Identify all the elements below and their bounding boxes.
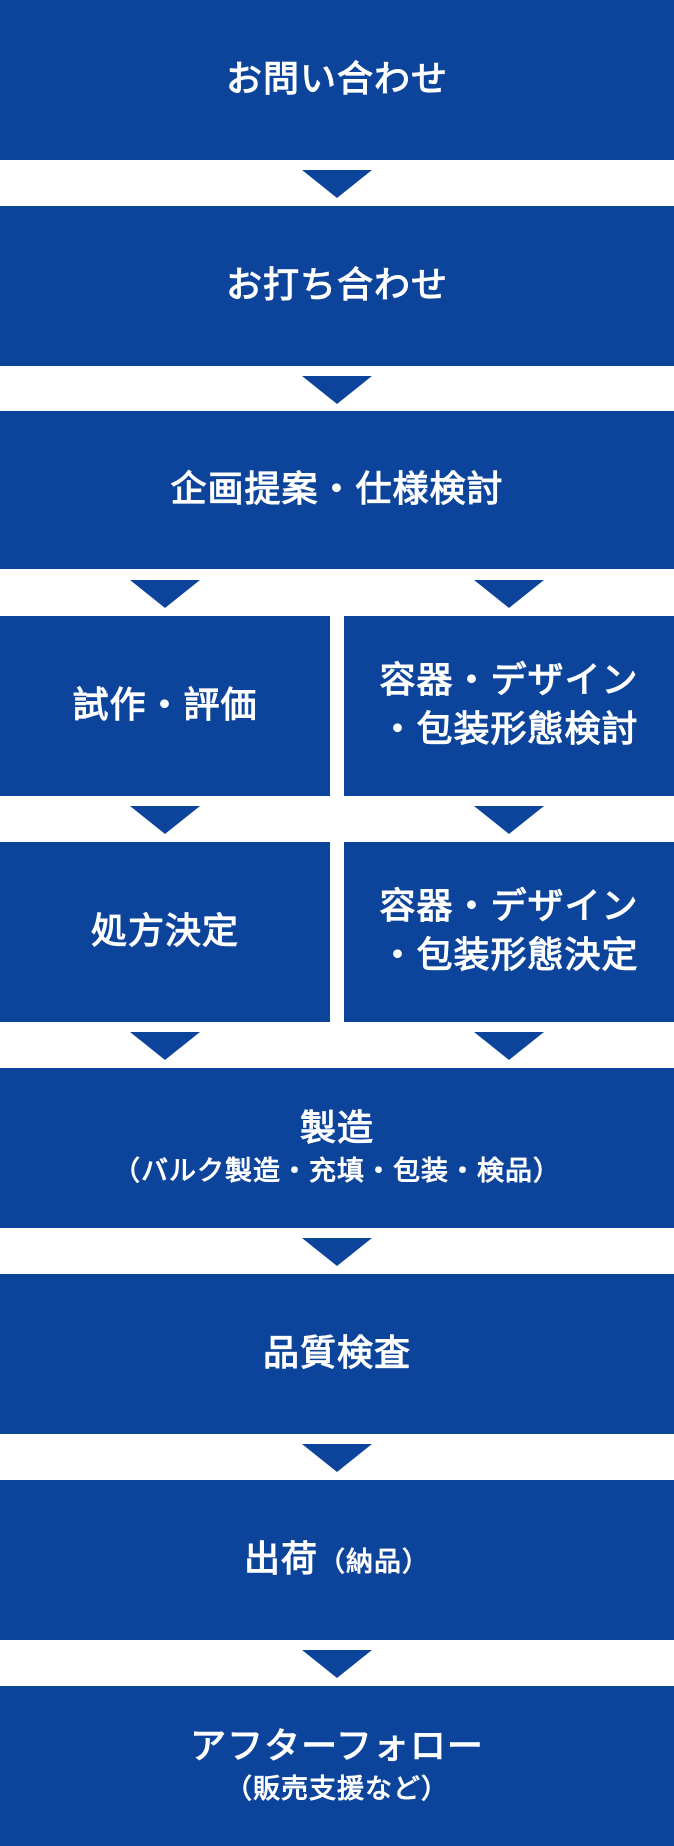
arrow-down-icon	[130, 806, 200, 834]
step-design-decide-line1: 容器・デザイン	[379, 886, 639, 928]
arrow-down-icon	[130, 1032, 200, 1060]
step-meeting: お打ち合わせ	[0, 206, 674, 366]
arrow-down-icon	[302, 170, 372, 198]
step-manufacturing-label: 製造	[299, 1107, 374, 1149]
step-design-review-line1: 容器・デザイン	[379, 660, 639, 702]
step-manufacturing-detail: （バルク製造・充填・包装・検品）	[113, 1156, 561, 1188]
arrow-down-icon	[302, 1444, 372, 1472]
arrow-down-icon	[302, 1650, 372, 1678]
step-inquiry-label: お問い合わせ	[225, 58, 448, 100]
arrow-down-icon	[302, 1238, 372, 1266]
arrow-down-icon	[474, 1032, 544, 1060]
step-trial-label: 試作・評価	[72, 684, 258, 726]
step-design-review: 容器・デザイン ・包装形態検討	[344, 616, 674, 796]
step-shipping-label: 出荷	[243, 1538, 318, 1580]
step-aftercare-label: アフターフォロー	[190, 1725, 484, 1767]
step-meeting-label: お打ち合わせ	[225, 264, 448, 306]
arrow-down-icon	[130, 580, 200, 608]
step-inquiry: お問い合わせ	[0, 0, 674, 160]
step-proposal-label: 企画提案・仕様検討	[170, 468, 504, 510]
step-shipping-line: 出荷（納品）	[244, 1536, 430, 1585]
step-trial: 試作・評価	[0, 616, 330, 796]
step-design-decide-line2: ・包装形態決定	[379, 935, 639, 976]
step-design-review-line2: ・包装形態検討	[379, 709, 639, 750]
arrow-down-icon	[302, 376, 372, 404]
step-quality: 品質検査	[0, 1274, 674, 1434]
step-quality-label: 品質検査	[262, 1332, 411, 1374]
arrow-down-icon	[474, 806, 544, 834]
step-formula: 処方決定	[0, 842, 330, 1022]
step-manufacturing: 製造 （バルク製造・充填・包装・検品）	[0, 1068, 674, 1228]
step-aftercare: アフターフォロー （販売支援など）	[0, 1686, 674, 1846]
arrow-down-icon	[474, 580, 544, 608]
step-shipping-detail: （納品）	[318, 1546, 430, 1578]
step-shipping: 出荷（納品）	[0, 1480, 674, 1640]
step-proposal: 企画提案・仕様検討	[0, 411, 674, 569]
step-aftercare-detail: （販売支援など）	[225, 1774, 449, 1806]
step-design-decide: 容器・デザイン ・包装形態決定	[344, 842, 674, 1022]
step-formula-label: 処方決定	[90, 910, 239, 952]
